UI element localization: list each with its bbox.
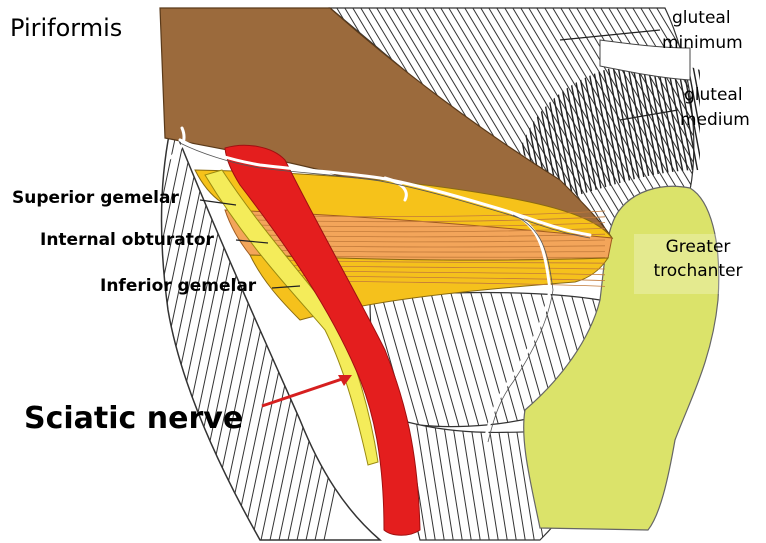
hatch-stroke <box>17 120 107 543</box>
label-superior-gemelar: Superior gemelar <box>12 189 179 209</box>
label-internal-obturator: Internal obturator <box>40 231 214 251</box>
hatch-stroke <box>44 120 134 543</box>
label-greater-trochanter-line2: trochanter <box>634 262 762 282</box>
hatch-stroke <box>62 120 152 543</box>
hatch-stroke <box>71 120 161 543</box>
label-sciatic-nerve: Sciatic nerve <box>24 402 243 437</box>
hatch-stroke <box>26 120 116 543</box>
label-greater-trochanter-line1: Greater <box>634 238 762 258</box>
label-greater-trochanter: Greater trochanter <box>634 234 762 294</box>
hatch-stroke <box>8 120 98 543</box>
label-gluteal-medium-line2: medium <box>680 111 750 131</box>
label-gluteal-medium-line1: gluteal <box>684 86 743 106</box>
label-inferior-gemelar: Inferior gemelar <box>100 277 256 297</box>
label-piriformis: Piriformis <box>10 15 122 43</box>
label-gluteal-minimum-line1: gluteal <box>672 9 731 29</box>
hatch-stroke <box>89 120 179 543</box>
hatch-stroke <box>35 120 125 543</box>
hatch-stroke <box>0 120 89 543</box>
hatch-stroke <box>53 120 143 543</box>
hatch-stroke <box>80 120 170 543</box>
label-gluteal-minimum-line2: minimum <box>662 34 743 54</box>
hatch-stroke <box>0 120 80 543</box>
